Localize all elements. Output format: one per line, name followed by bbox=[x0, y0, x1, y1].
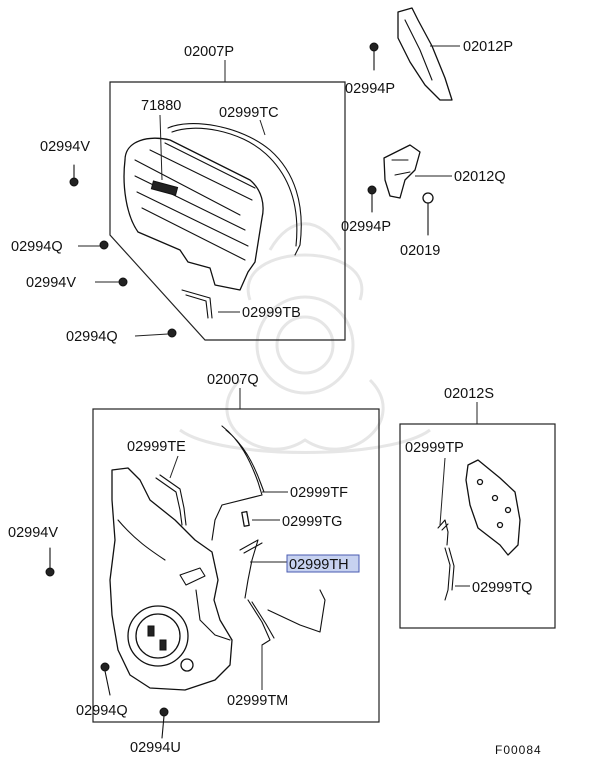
seal-strip-te-part[interactable] bbox=[155, 474, 187, 526]
label-02994U[interactable]: 02994U bbox=[130, 740, 181, 756]
label-02994V-top[interactable]: 02994V bbox=[40, 139, 90, 155]
label-02999TG[interactable]: 02999TG bbox=[282, 514, 342, 530]
label-02994V-low[interactable]: 02994V bbox=[8, 525, 58, 541]
bolt-02994P-mid-part[interactable] bbox=[367, 185, 377, 213]
bolt-02994P-top-part[interactable] bbox=[369, 42, 379, 71]
upper-timing-cover-part[interactable] bbox=[123, 137, 264, 291]
washer-02019-part[interactable] bbox=[422, 192, 434, 236]
label-02007Q[interactable]: 02007Q bbox=[207, 372, 259, 388]
label-02012Q[interactable]: 02012Q bbox=[454, 169, 506, 185]
seal-piece-tg-part[interactable] bbox=[241, 510, 250, 527]
label-02994V-mid[interactable]: 02994V bbox=[26, 275, 76, 291]
label-02999TE[interactable]: 02999TE bbox=[127, 439, 186, 455]
label-02019[interactable]: 02019 bbox=[400, 243, 440, 259]
label-02994Q-mid[interactable]: 02994Q bbox=[66, 329, 118, 345]
watermark-emblem bbox=[179, 222, 431, 454]
seal-strip-tm-part[interactable] bbox=[247, 599, 275, 646]
bolt-02994Q-mid-part[interactable] bbox=[134, 328, 177, 338]
upper-cover-group bbox=[109, 60, 346, 341]
bolt-02994V-mid-part[interactable] bbox=[95, 277, 128, 287]
bracket-02012Q-part[interactable] bbox=[383, 144, 452, 199]
bolt-02994Q-low-part[interactable] bbox=[100, 662, 111, 696]
bracket-02012P-part[interactable] bbox=[397, 7, 460, 101]
seal-strip-tf-part[interactable] bbox=[211, 425, 265, 541]
bolt-02994Q-top-part[interactable] bbox=[78, 240, 109, 250]
label-02999TH[interactable]: 02999TH bbox=[289, 557, 349, 573]
highlight-02999TH bbox=[286, 554, 360, 573]
label-02994P-top[interactable]: 02994P bbox=[345, 81, 395, 97]
label-02999TQ[interactable]: 02999TQ bbox=[472, 580, 532, 596]
seal-strip-tb-part[interactable] bbox=[181, 289, 213, 319]
label-02012S[interactable]: 02012S bbox=[444, 386, 494, 402]
label-71880[interactable]: 71880 bbox=[141, 98, 181, 114]
label-02999TF[interactable]: 02999TF bbox=[290, 485, 348, 501]
right-cover-group bbox=[399, 402, 556, 629]
label-02999TP[interactable]: 02999TP bbox=[405, 440, 464, 456]
label-02999TM[interactable]: 02999TM bbox=[227, 693, 288, 709]
bolt-02994V-low-part[interactable] bbox=[45, 547, 55, 577]
seal-strip-th-part[interactable] bbox=[239, 539, 263, 599]
label-02999TC[interactable]: 02999TC bbox=[219, 105, 279, 121]
bolt-02994U-part[interactable] bbox=[159, 707, 169, 739]
label-02999TB[interactable]: 02999TB bbox=[242, 305, 301, 321]
lower-cover-box bbox=[92, 408, 380, 723]
lower-cover-group bbox=[92, 388, 380, 723]
seal-strip-tq-part[interactable] bbox=[444, 547, 455, 601]
label-02994P-mid[interactable]: 02994P bbox=[341, 219, 391, 235]
label-02012P[interactable]: 02012P bbox=[463, 39, 513, 55]
label-02994Q-top[interactable]: 02994Q bbox=[11, 239, 63, 255]
lower-timing-cover-part[interactable] bbox=[109, 467, 233, 691]
figure-code: F00084 bbox=[495, 743, 542, 757]
seal-strip-tc-part[interactable] bbox=[167, 123, 302, 256]
label-02994Q-low[interactable]: 02994Q bbox=[76, 703, 128, 719]
label-02007P[interactable]: 02007P bbox=[184, 44, 234, 60]
seal-strip-tp-part[interactable] bbox=[437, 519, 449, 546]
bolt-02994V-top-part[interactable] bbox=[69, 164, 79, 187]
upper-cover-box bbox=[109, 81, 346, 341]
part-labels: 02007P 02012P 02994P 71880 02999TC 02994… bbox=[8, 39, 542, 757]
cover-02012S-part[interactable] bbox=[465, 459, 521, 556]
